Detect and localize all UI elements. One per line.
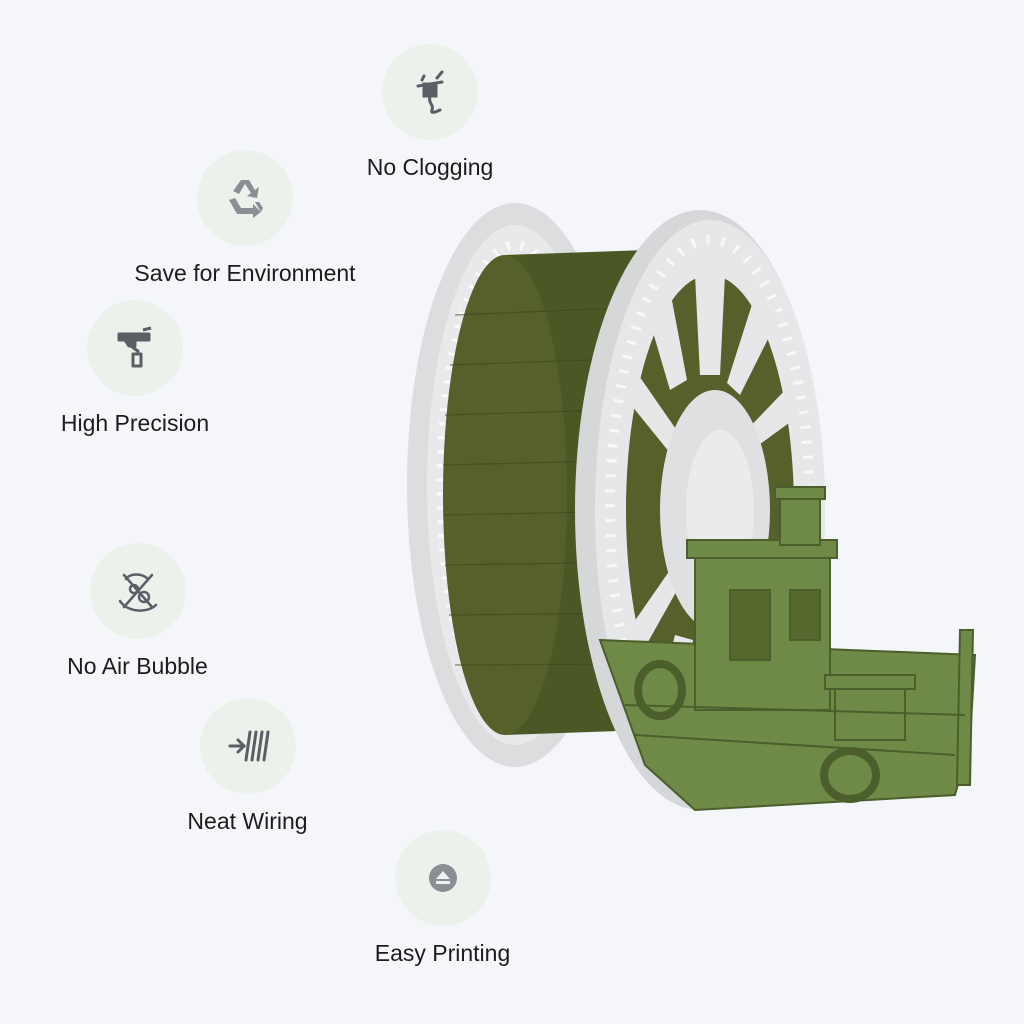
feature-icon-circle [197,150,293,246]
feature-icon-circle [394,830,491,926]
wiring-icon [228,730,269,762]
printed-boat-model [598,486,977,812]
filament-spool-with-boat-image [407,203,977,812]
feature-icon-circle [382,44,478,140]
feature-label: Easy Printing [374,940,511,966]
feature-label: High Precision [60,410,210,436]
feature-high-precision: High Precision [40,300,230,437]
feature-no-clogging: No Clogging [340,44,520,181]
feature-save-environment: Save for Environment [110,150,380,287]
feature-icon-circle [199,698,296,794]
recycle-icon [229,180,263,218]
feature-neat-wiring: Neat Wiring [160,698,335,835]
feature-icon-circle [89,543,186,639]
eject-icon [428,864,457,892]
feature-label: Save for Environment [134,260,356,286]
clog-icon [416,70,444,114]
no-bubble-icon [118,573,157,612]
caliper-icon [117,326,152,368]
feature-label: Neat Wiring [187,808,308,834]
feature-label: No Clogging [366,154,494,180]
feature-icon-circle [87,300,183,396]
feature-no-air-bubble: No Air Bubble [45,543,230,680]
feature-label: No Air Bubble [67,653,208,679]
feature-easy-printing: Easy Printing [350,830,535,967]
